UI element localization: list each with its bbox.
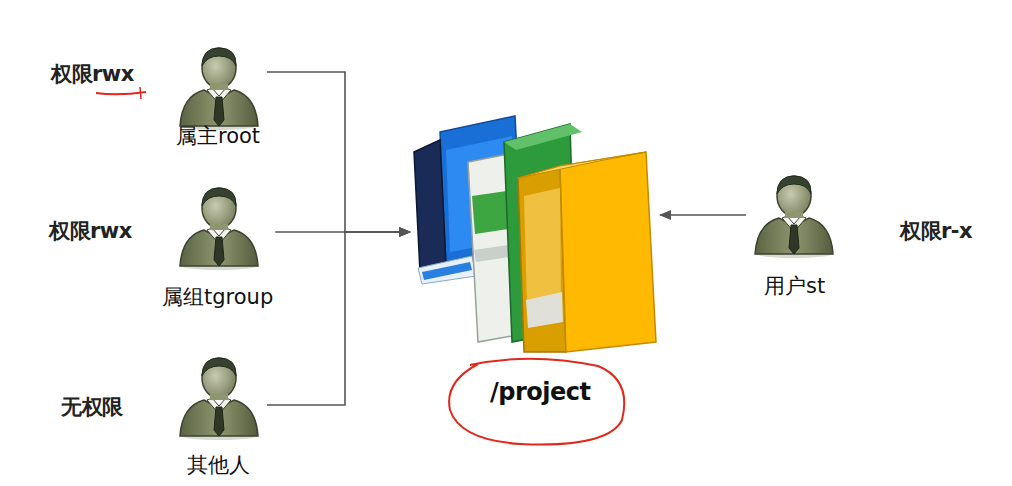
permission-label: 权限rwx [51, 62, 134, 87]
access-arrow [267, 72, 410, 232]
person-icon [755, 176, 833, 258]
permission-label: 无权限 [61, 395, 123, 420]
permission-label: 权限r-x [900, 219, 972, 244]
access-arrow [660, 214, 746, 216]
books-icon [414, 116, 656, 352]
user-label: 用户st [764, 274, 825, 299]
person-node: 无权限其他人 [61, 350, 265, 478]
access-arrow [267, 232, 410, 405]
person-node: 权限rwx 属主root [51, 40, 265, 149]
person-node: /project [412, 116, 658, 407]
user-label: 属组tgroup [162, 285, 273, 310]
directory-label: /project [490, 378, 590, 407]
red-tick [140, 87, 141, 99]
red-ellipse [449, 359, 624, 445]
permission-label: 权限rwx [49, 219, 132, 244]
person-node: 用户st 权限r-x [748, 168, 972, 299]
user-label: 属主root [176, 124, 260, 149]
user-label: 其他人 [187, 453, 250, 478]
person-icon [180, 48, 258, 130]
person-icon [180, 358, 258, 440]
person-icon [180, 188, 258, 270]
person-node: 权限rwx 属组tgroup [49, 180, 273, 310]
red-underline [96, 92, 146, 94]
